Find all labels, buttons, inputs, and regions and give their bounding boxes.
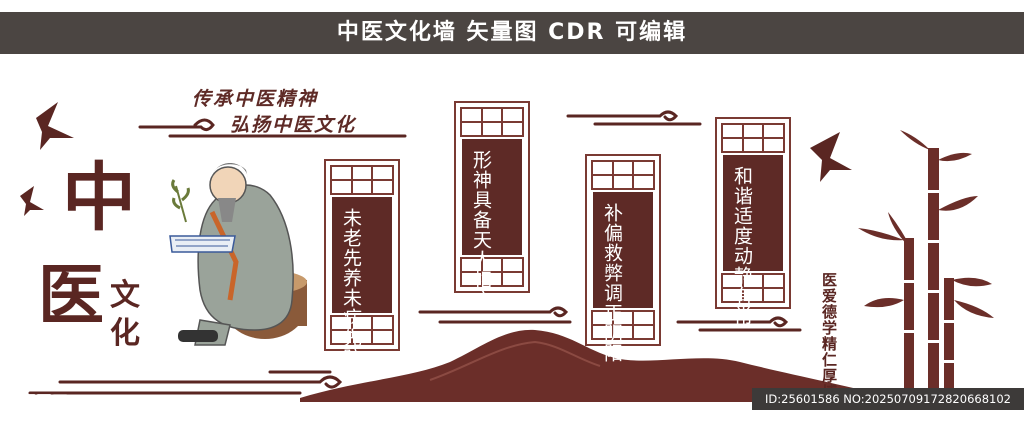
- slogan-line-1: 传承中医精神: [192, 88, 319, 110]
- title-char-zhong: 中: [62, 155, 136, 241]
- motto-col-left: 精仁厚博: [820, 336, 838, 400]
- banner-title: 中医文化墙 矢量图 CDR 可编辑: [336, 20, 688, 45]
- panel-4-col-left: 动静有常: [731, 246, 753, 326]
- panel-4-text: 和谐适度动静有常: [730, 166, 754, 326]
- panel-board-4: [723, 155, 783, 271]
- title-char-yi: 医: [38, 256, 104, 334]
- id-bar: ID:25601586 NO:20250709172820668102: [752, 388, 1024, 410]
- bamboo-illustration: [858, 130, 994, 398]
- panel-frame-2: [454, 101, 530, 293]
- id-text: ID:25601586 NO:20250709172820668102: [765, 392, 1011, 406]
- panel-board-2: [462, 139, 522, 255]
- mountain-shape: [300, 329, 870, 402]
- panel-frame-1: [324, 159, 400, 351]
- panel-frame-3: [585, 154, 661, 346]
- cloud-lines: [28, 110, 802, 395]
- title-banner: 中医文化墙 矢量图 CDR 可编辑: [0, 12, 1024, 54]
- panel-frame-4: [715, 117, 791, 309]
- slogan-line-2: 弘扬中医文化: [230, 114, 357, 136]
- panel-2-col-left: 天人相应: [470, 230, 492, 310]
- panel-3-col-right: 补偏救弊: [601, 203, 623, 283]
- panel-4-col-right: 和谐适度: [731, 166, 753, 246]
- panel-board-3: [593, 192, 653, 308]
- watermark-text: 昵图网 www.nipic.com: [20, 392, 194, 411]
- panel-3-text: 补偏救弊调正阴阳: [600, 203, 624, 363]
- panel-1-col-right: 未老先养: [340, 208, 362, 288]
- title-char-hua: 化: [110, 316, 140, 351]
- panel-1-text: 未老先养未病先防: [339, 208, 363, 368]
- bird-icons: [20, 102, 852, 216]
- title-char-wen: 文: [110, 278, 140, 313]
- sage-figure-illustration: [169, 163, 307, 346]
- panel-board-1: [332, 197, 392, 313]
- panel-2-text: 形神具备天人相应: [469, 150, 493, 310]
- motto-col-right: 医爱德学: [820, 272, 838, 336]
- panel-1-col-left: 未病先防: [340, 288, 362, 368]
- motto-text: 医爱德学精仁厚博: [820, 272, 838, 400]
- panel-2-col-right: 形神具备: [470, 150, 492, 230]
- panel-3-col-left: 调正阴阳: [601, 283, 623, 363]
